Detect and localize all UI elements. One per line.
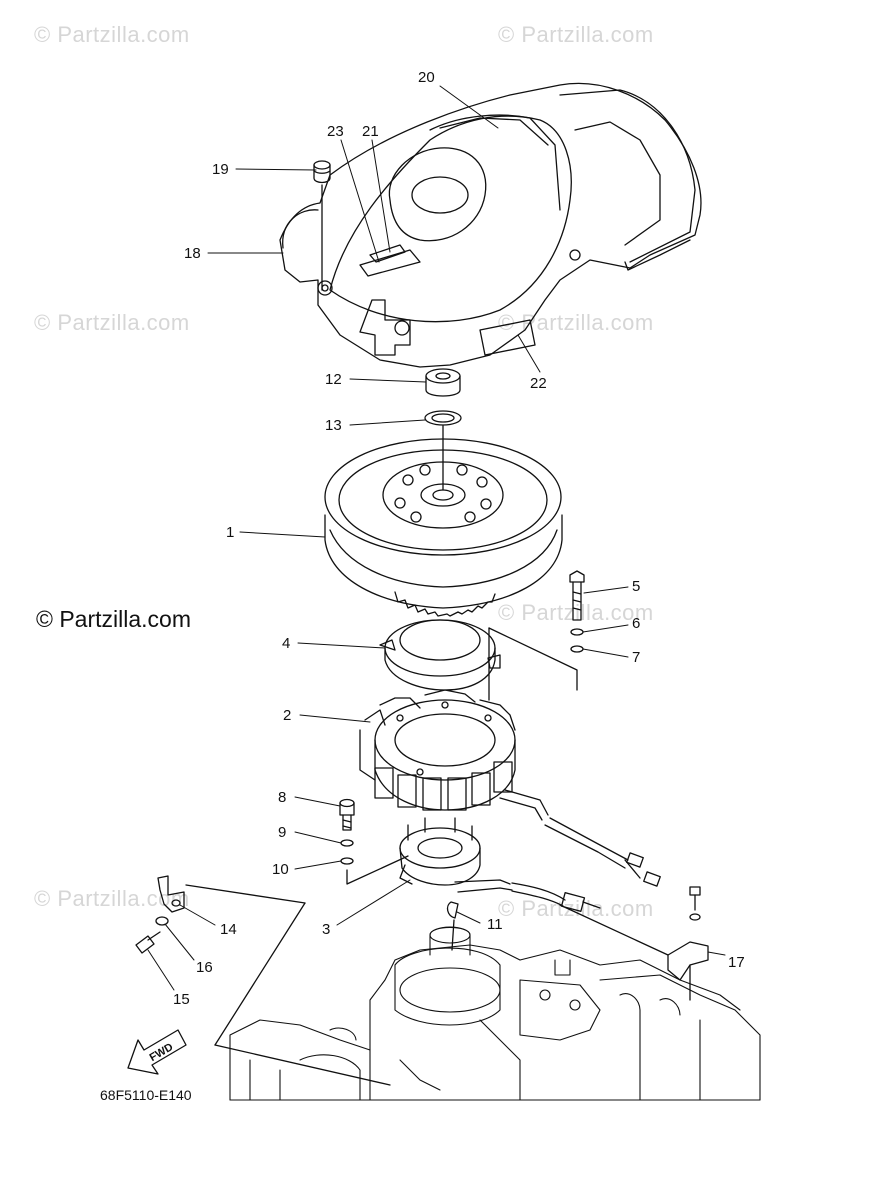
callout-10: 10 [272, 861, 289, 878]
engine-block [229, 926, 761, 1101]
callout-18: 18 [184, 245, 201, 262]
callout-11: 11 [487, 916, 503, 933]
callout-16: 16 [196, 959, 213, 976]
lock-washer [340, 839, 354, 847]
washer [570, 645, 584, 653]
callout-5: 5 [632, 578, 641, 595]
nut [425, 368, 461, 397]
stator-bolt [339, 798, 355, 831]
pulser-coil-base [399, 817, 601, 912]
flywheel-rotor [324, 438, 563, 617]
washer [340, 857, 354, 865]
flywheel-cover [279, 82, 702, 368]
callout-17: 17 [728, 954, 745, 971]
woodruff-key [446, 901, 459, 919]
callout-4: 4 [282, 635, 291, 652]
callout-7: 7 [632, 649, 641, 666]
callout-14: 14 [220, 921, 237, 938]
callout-12: 12 [325, 371, 342, 388]
partzilla-watermark: © Partzilla.com [36, 606, 191, 632]
fwd-arrow [127, 1029, 187, 1075]
watermark: © Partzilla.com [34, 886, 190, 911]
callout-19: 19 [212, 161, 229, 178]
callout-15: 15 [173, 991, 190, 1008]
watermark: © Partzilla.com [498, 896, 654, 921]
lead-bracket [559, 886, 709, 1001]
callout-1: 1 [226, 524, 235, 541]
watermark: © Partzilla.com [34, 22, 190, 47]
stator-coil [359, 689, 661, 887]
watermark: © Partzilla.com [498, 22, 654, 47]
washer [424, 410, 462, 426]
callout-13: 13 [325, 417, 342, 434]
diagram-code: 68F5110-E140 [100, 1087, 192, 1103]
watermark: © Partzilla.com [34, 310, 190, 335]
callout-22: 22 [530, 375, 547, 392]
callout-20: 20 [418, 69, 435, 86]
watermark: © Partzilla.com [498, 600, 654, 625]
fwd-label: FWD [148, 1041, 176, 1064]
callout-21: 21 [362, 123, 379, 140]
grommet [313, 160, 331, 291]
callout-9: 9 [278, 824, 287, 841]
leader-lines [147, 85, 726, 991]
callout-2: 2 [283, 707, 292, 724]
lock-washer [570, 628, 584, 636]
bolt [569, 570, 585, 621]
clamp-bracket [135, 875, 391, 1086]
callout-3: 3 [322, 921, 331, 938]
callout-6: 6 [632, 615, 641, 632]
stator-plate [379, 619, 501, 691]
callout-8: 8 [278, 789, 287, 806]
callout-23: 23 [327, 123, 344, 140]
